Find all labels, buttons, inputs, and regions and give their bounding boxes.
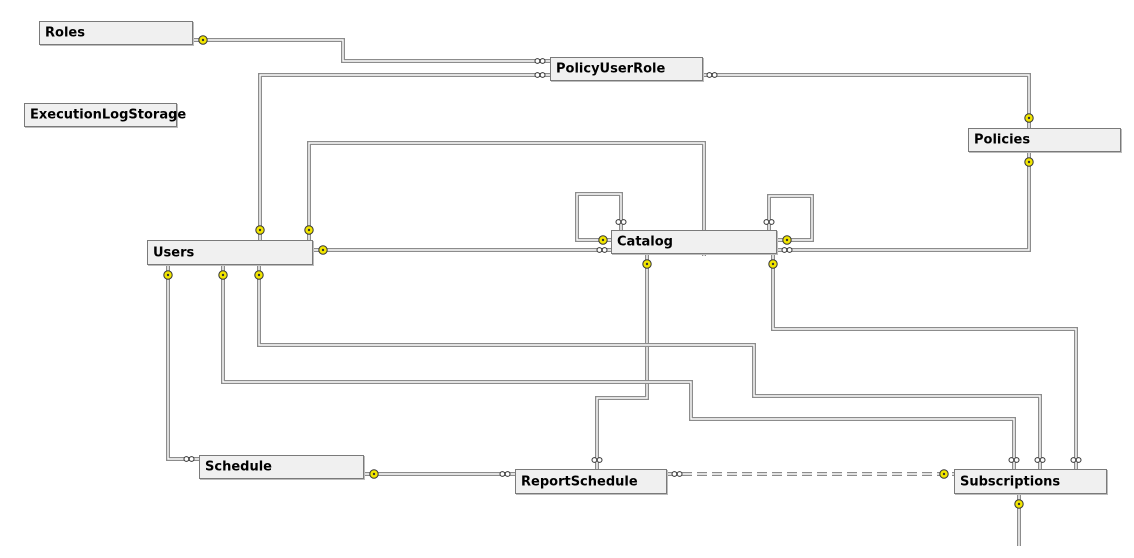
table-schedule[interactable]: Schedule — [199, 455, 364, 479]
relationship-users-catalog[interactable] — [313, 245, 611, 255]
primary-key-icon — [642, 259, 652, 269]
table-policies[interactable]: Policies — [968, 128, 1121, 152]
primary-key-icon — [1024, 113, 1034, 123]
relationship-policies-policyuserrole[interactable] — [703, 72, 1034, 128]
primary-key-icon — [163, 270, 173, 280]
relationship-users-policyuserrole[interactable] — [255, 72, 550, 240]
relationship-catalog-self-right[interactable] — [763, 194, 814, 245]
primary-key-icon — [304, 225, 314, 235]
table-policyuserrole[interactable]: PolicyUserRole — [550, 57, 703, 81]
relationship-policies-catalog[interactable] — [777, 153, 1034, 253]
primary-key-icon — [782, 235, 792, 245]
table-title: Schedule — [205, 459, 272, 475]
relationship-subscriptions-reportschedule[interactable] — [667, 469, 954, 479]
primary-key-icon — [939, 469, 949, 479]
primary-key-icon — [369, 469, 379, 479]
table-executionlogstorage[interactable]: ExecutionLogStorage — [24, 103, 186, 127]
primary-key-icon — [255, 225, 265, 235]
relationship-users-subscriptions-modifiedby[interactable] — [254, 265, 1046, 469]
primary-key-icon — [768, 259, 778, 269]
table-title: ExecutionLogStorage — [30, 107, 187, 123]
table-title: Users — [153, 245, 195, 260]
table-title: Policies — [974, 132, 1031, 148]
relationship-users-subscriptions-owner[interactable] — [218, 265, 1020, 469]
relationship-schedule-reportschedule[interactable] — [364, 469, 515, 479]
primary-key-icon — [1014, 499, 1024, 509]
table-users[interactable]: Users — [147, 240, 313, 265]
primary-key-icon — [1024, 157, 1034, 167]
table-title: ReportSchedule — [521, 474, 638, 489]
table-title: Roles — [45, 25, 85, 41]
relationship-catalog-subscriptions[interactable] — [768, 254, 1082, 469]
table-title: Subscriptions — [960, 474, 1061, 489]
relationship-catalog-self-left[interactable] — [575, 192, 627, 245]
primary-key-icon — [598, 235, 608, 245]
relationship-catalog-reportschedule[interactable] — [591, 254, 652, 469]
table-subscriptions[interactable]: Subscriptions — [954, 469, 1107, 494]
table-reportschedule[interactable]: ReportSchedule — [515, 469, 667, 494]
primary-key-icon — [198, 35, 208, 45]
relationship-users-catalog-modified[interactable] — [304, 141, 706, 256]
primary-key-icon — [318, 245, 328, 255]
relationship-users-schedule[interactable] — [163, 265, 199, 462]
table-catalog[interactable]: Catalog — [611, 230, 777, 254]
primary-key-icon — [254, 270, 264, 280]
relationship-roles-policyuserrole[interactable] — [193, 35, 550, 64]
primary-key-icon — [218, 270, 228, 280]
table-title: Catalog — [617, 234, 673, 250]
relationship-subscriptions-outgoing[interactable] — [1014, 494, 1024, 546]
table-title: PolicyUserRole — [556, 61, 666, 77]
table-roles[interactable]: Roles — [39, 21, 193, 45]
